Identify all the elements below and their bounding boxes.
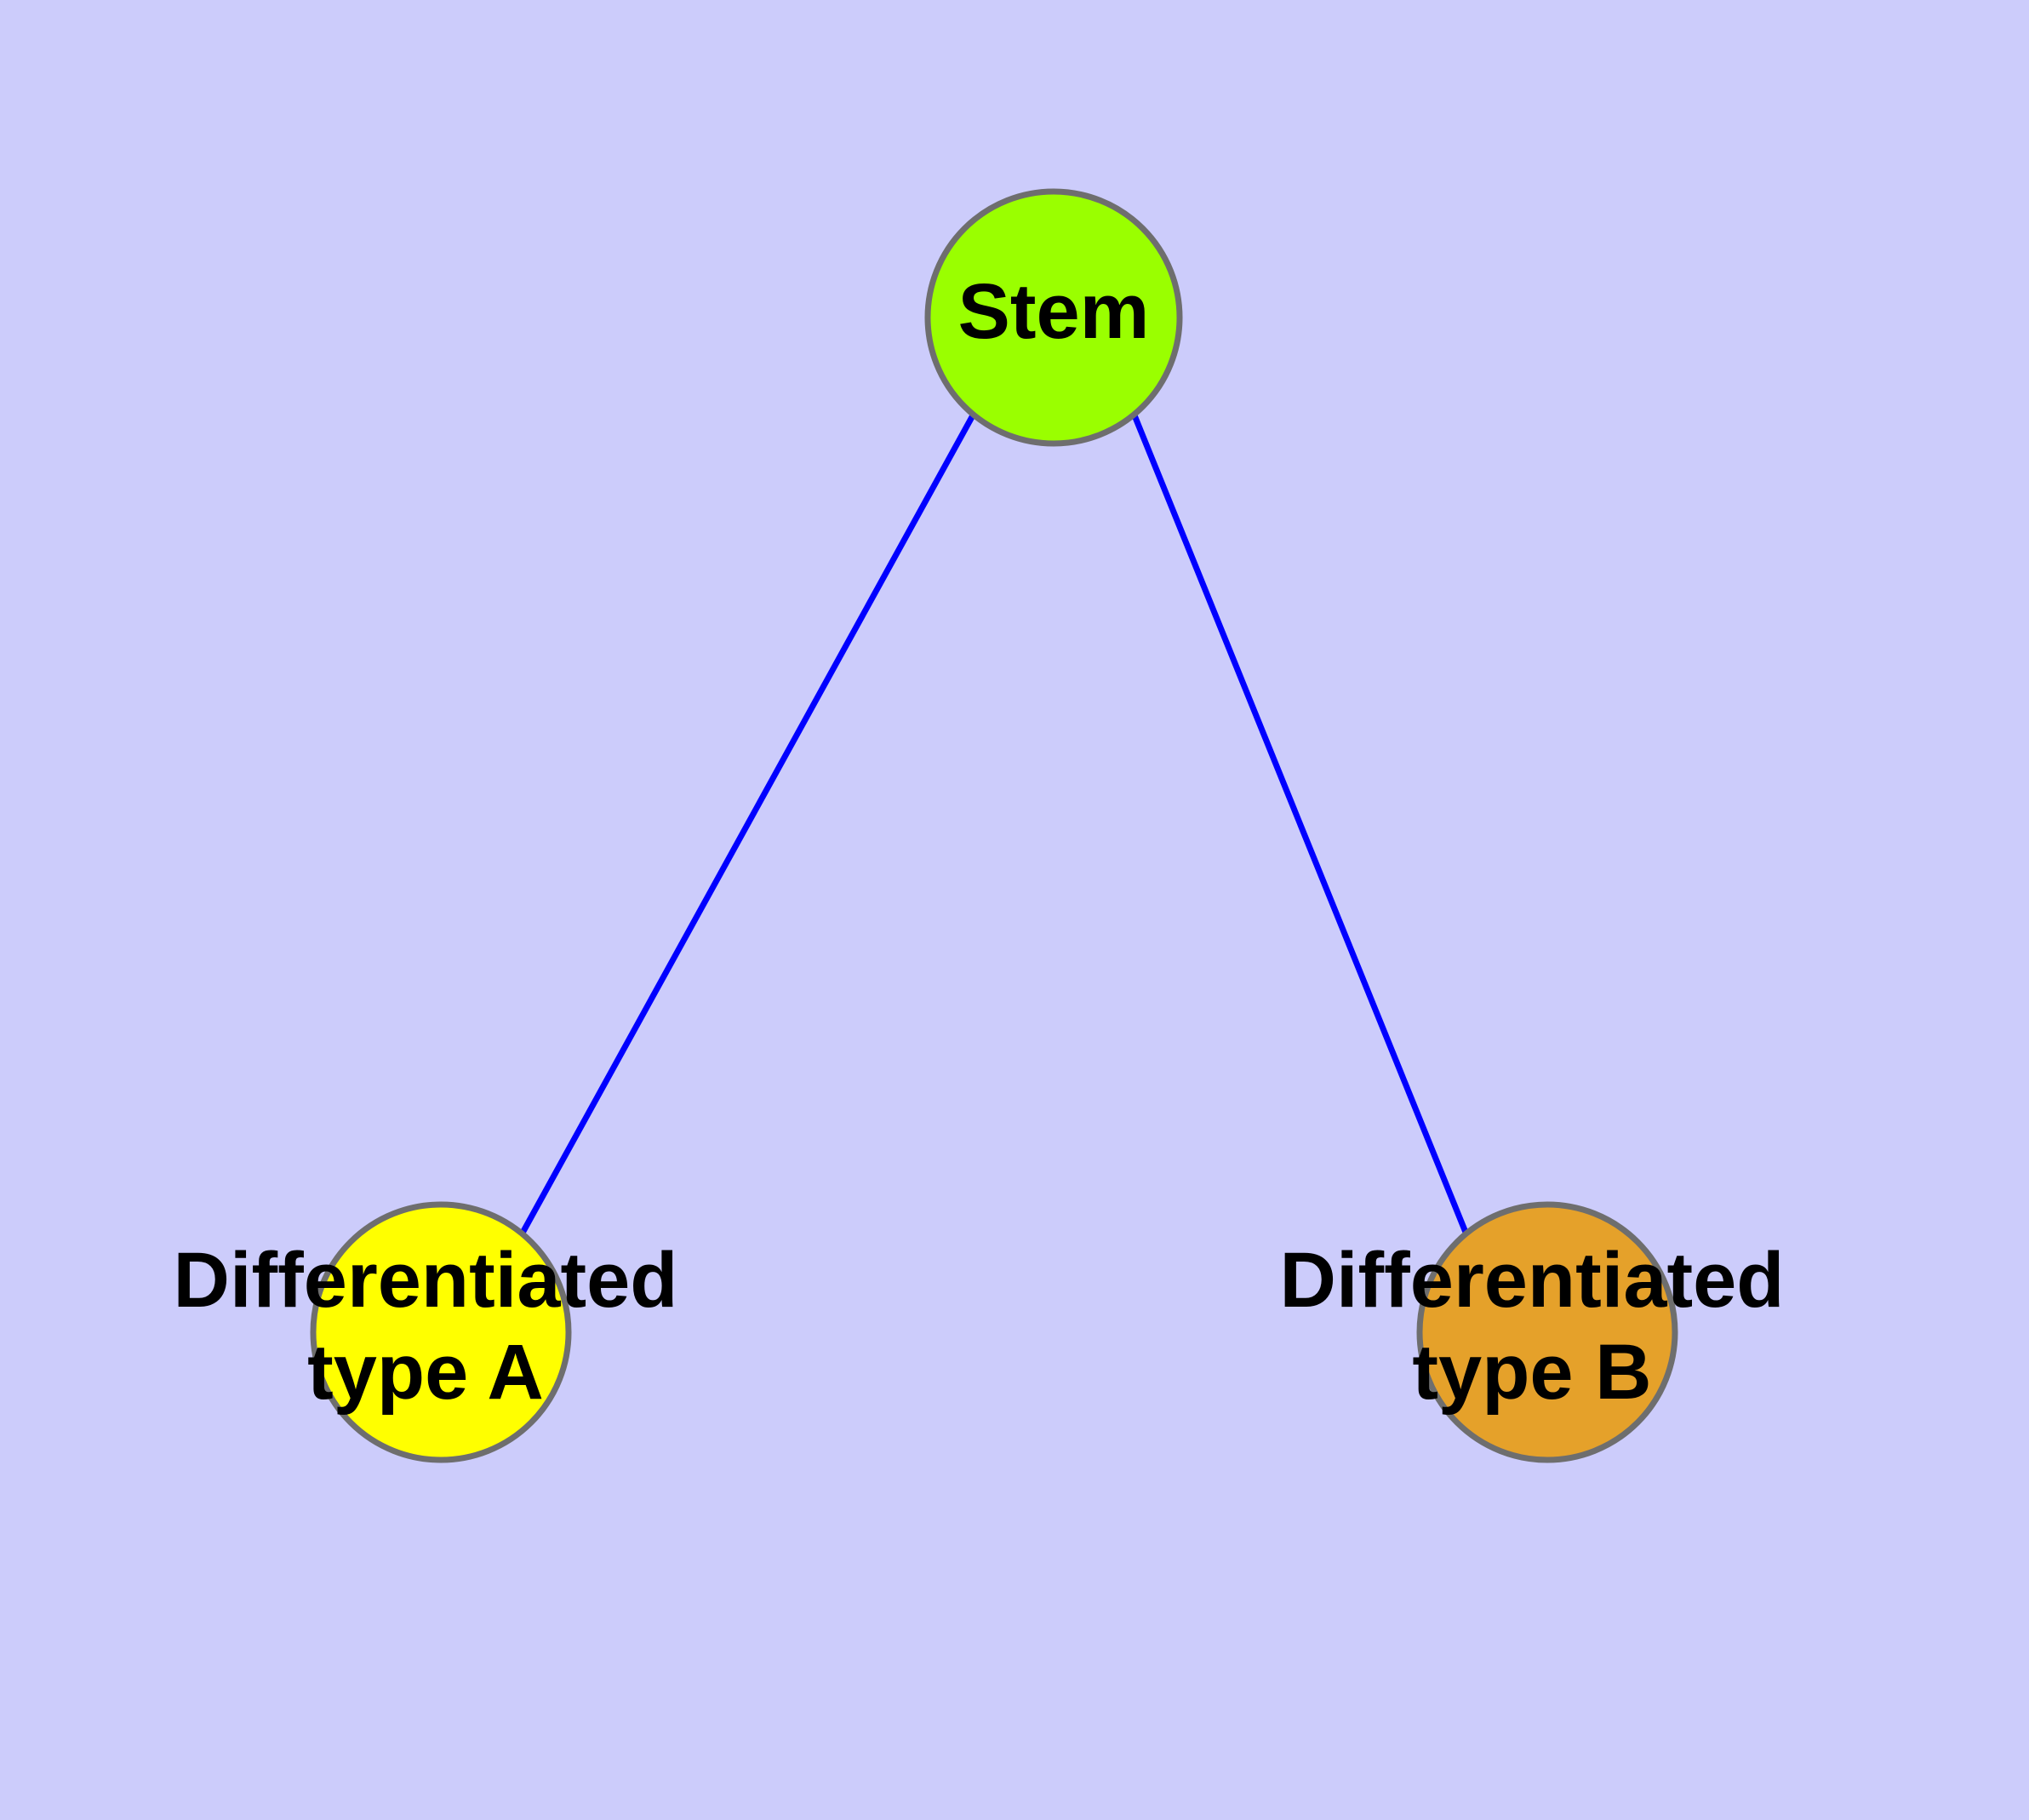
nodes-layer xyxy=(310,188,1678,1463)
node-label-line: type B xyxy=(1412,1329,1651,1416)
node-label-line: Differentiated xyxy=(174,1237,678,1324)
node-stem-circle[interactable] xyxy=(924,188,1183,447)
node-label-line: Differentiated xyxy=(1280,1237,1785,1324)
edges-layer xyxy=(518,414,1470,1236)
node-label-line: Stem xyxy=(958,268,1150,355)
node-diff-b-circle[interactable] xyxy=(1416,1201,1678,1463)
node-stem-label: Stem xyxy=(958,268,1150,355)
edge-stem-to-diff-a[interactable] xyxy=(518,414,976,1236)
edge-stem-to-diff-b[interactable] xyxy=(1131,414,1470,1236)
node-label-line: type A xyxy=(307,1329,544,1416)
node-diff-a-circle[interactable] xyxy=(310,1201,572,1463)
